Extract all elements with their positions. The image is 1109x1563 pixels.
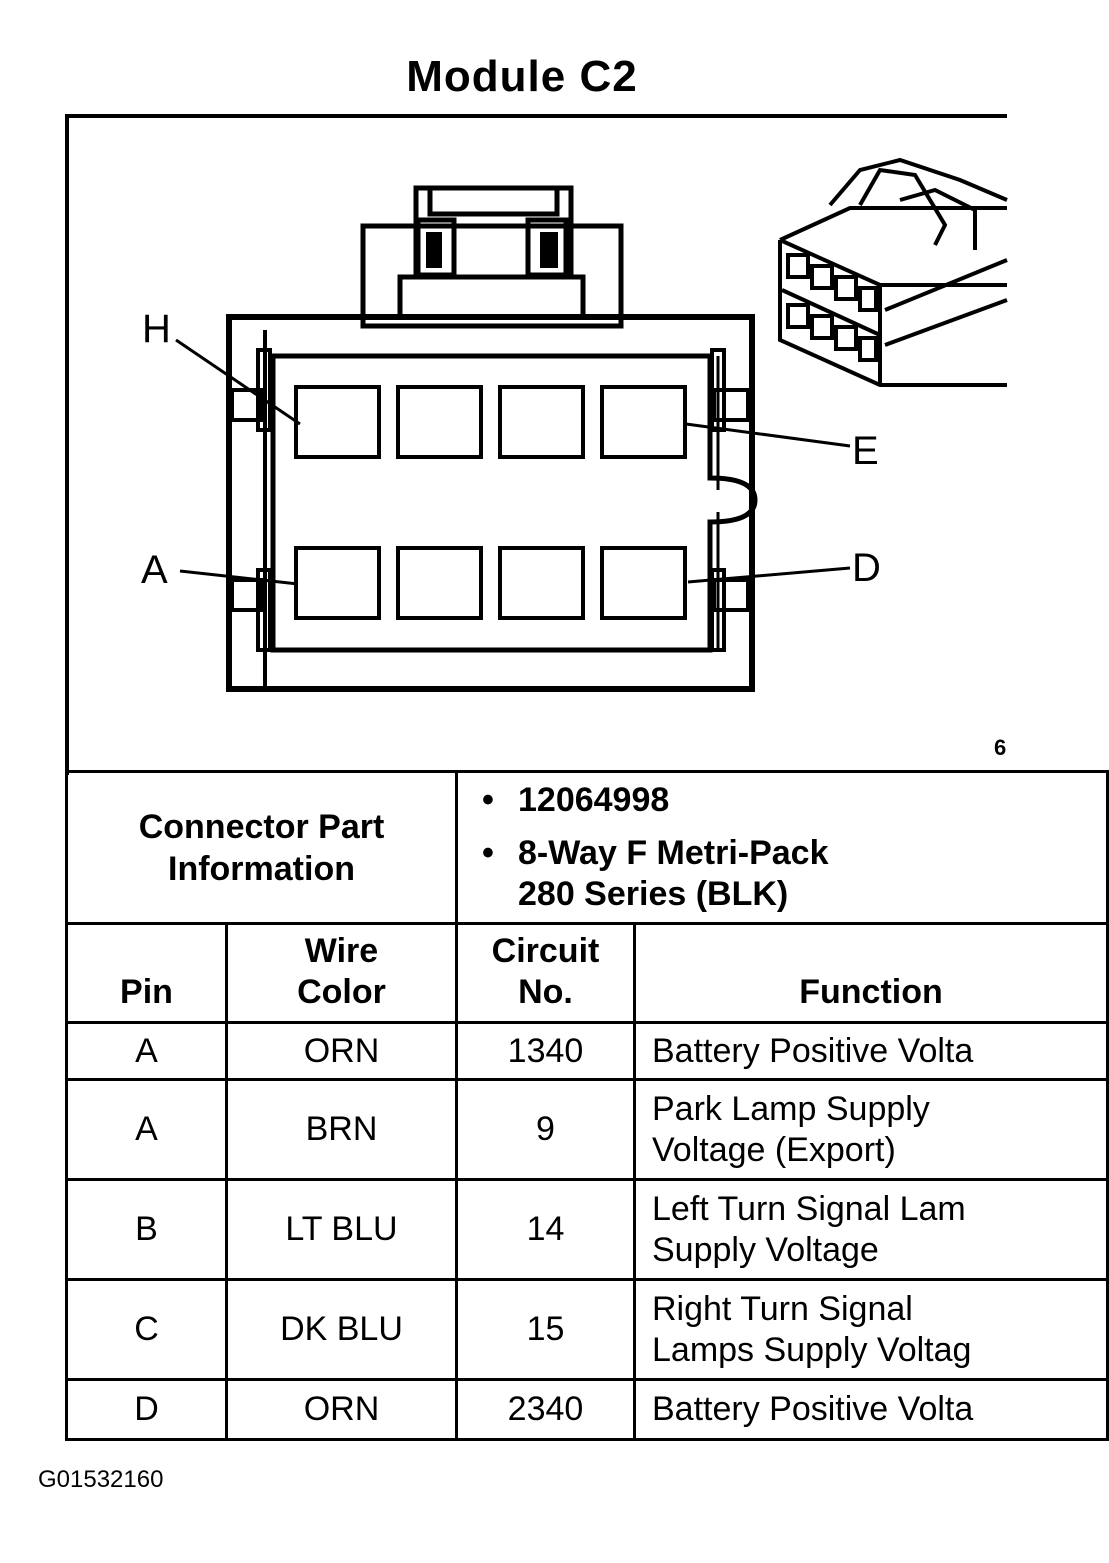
corner-tabs bbox=[230, 348, 750, 652]
connector-series: 280 Series (BLK) bbox=[518, 875, 789, 913]
table-row: D ORN 2340 Battery Positive Volta bbox=[65, 1378, 1109, 1441]
connector-info-items: •12064998 •8-Way F Metri-Pack 280 Series… bbox=[455, 770, 1109, 925]
connector-diagram: H A E D bbox=[65, 114, 1008, 775]
connector-part-number: •12064998 bbox=[482, 781, 670, 819]
connector-latch bbox=[360, 185, 624, 329]
pin-label-e: E bbox=[852, 429, 879, 473]
pinout-table: Connector Part Information •12064998 •8-… bbox=[65, 770, 1109, 1441]
latch-shading bbox=[426, 232, 558, 268]
connector-info-row: Connector Part Information •12064998 •8-… bbox=[65, 770, 1109, 925]
leader-lines bbox=[175, 338, 851, 586]
cavity-b bbox=[396, 546, 483, 620]
connector-info-label: Connector Part Information bbox=[65, 770, 458, 925]
connector-body bbox=[226, 314, 758, 692]
table-row: A ORN 1340 Battery Positive Volta bbox=[65, 1021, 1109, 1081]
table-clip: Connector Part Information •12064998 •8-… bbox=[65, 770, 1109, 1441]
title-clip: Module C2 bbox=[0, 0, 1044, 101]
connector-3d-illustration bbox=[778, 157, 1008, 387]
cavity-f bbox=[498, 385, 585, 459]
figure-code: G01532160 bbox=[38, 1466, 164, 1493]
pin-label-d: D bbox=[852, 546, 881, 590]
connector-type: •8-Way F Metri-Pack bbox=[482, 834, 829, 872]
col-header-function: Function bbox=[633, 922, 1109, 1024]
figure-number-fragment: 6 bbox=[994, 735, 1007, 760]
cavity-g bbox=[396, 385, 483, 459]
pin-label-a: A bbox=[141, 548, 168, 592]
cavity-c bbox=[498, 546, 585, 620]
cavity-e bbox=[600, 385, 687, 459]
col-header-pin: Pin bbox=[65, 922, 228, 1024]
page-title: Module C2 bbox=[406, 52, 638, 101]
pin-label-h: H bbox=[142, 307, 171, 351]
cavity-d bbox=[600, 546, 687, 620]
